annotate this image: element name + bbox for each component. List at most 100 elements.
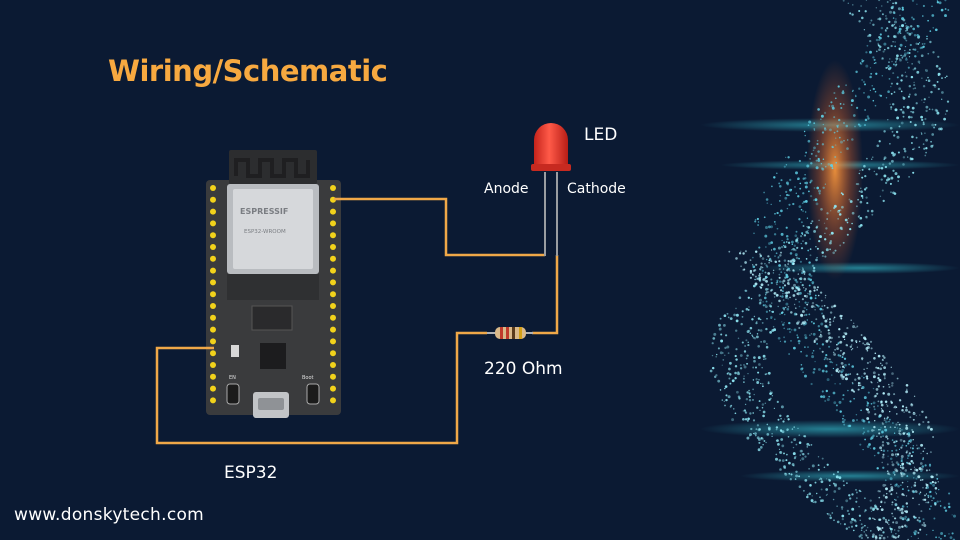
particle	[825, 370, 828, 373]
particle	[844, 332, 848, 336]
particle	[896, 453, 900, 456]
particle	[841, 420, 845, 424]
particle	[833, 116, 836, 119]
particle	[806, 303, 809, 306]
particle	[915, 516, 917, 519]
particle	[847, 217, 850, 220]
particle	[798, 257, 800, 260]
particle	[794, 234, 798, 238]
particle	[767, 283, 770, 286]
particle	[825, 166, 827, 168]
particle	[810, 195, 813, 198]
particle	[793, 260, 795, 263]
particle	[874, 90, 877, 93]
particle	[735, 307, 737, 310]
particle	[802, 210, 805, 213]
particle	[807, 226, 811, 229]
particle	[775, 252, 778, 255]
particle	[778, 273, 781, 276]
particle	[800, 247, 804, 250]
particle	[824, 183, 827, 185]
particle	[918, 62, 921, 65]
particle	[740, 322, 743, 326]
particle	[891, 372, 894, 375]
particle	[944, 0, 947, 2]
en-button[interactable]	[226, 383, 240, 405]
particle	[910, 454, 913, 458]
particle	[892, 17, 895, 19]
particle	[761, 257, 765, 260]
particle	[747, 420, 749, 422]
particle	[717, 379, 721, 383]
particle	[865, 534, 868, 537]
particle	[734, 377, 737, 380]
particle	[765, 280, 768, 283]
particle	[856, 325, 859, 328]
particle	[749, 269, 753, 273]
particle	[788, 472, 791, 475]
particle	[905, 424, 908, 427]
particle	[903, 37, 907, 40]
particle	[918, 492, 921, 495]
particle	[869, 89, 872, 92]
particle	[839, 410, 842, 413]
particle	[922, 85, 926, 88]
particle	[903, 411, 905, 413]
particle	[890, 176, 894, 180]
particle	[758, 246, 761, 249]
particle	[765, 310, 769, 313]
particle	[813, 368, 816, 371]
particle	[840, 140, 843, 144]
particle	[841, 514, 845, 518]
particle	[766, 287, 770, 291]
particle	[783, 340, 787, 343]
particle	[854, 378, 857, 381]
particle	[823, 304, 826, 307]
particle	[908, 452, 911, 455]
particle	[929, 40, 932, 44]
particle	[842, 415, 845, 417]
particle	[782, 420, 785, 423]
website-url[interactable]: www.donskytech.com	[14, 505, 205, 525]
particle	[889, 0, 892, 1]
particle	[835, 369, 839, 373]
particle	[867, 421, 871, 424]
particle	[793, 438, 797, 442]
particle	[871, 156, 874, 159]
particle	[757, 448, 761, 452]
particle	[934, 123, 937, 126]
particle	[901, 462, 905, 466]
particle	[761, 269, 764, 272]
particle	[754, 275, 757, 278]
particle	[881, 189, 884, 192]
particle	[861, 58, 863, 61]
particle	[879, 367, 883, 371]
particle	[872, 508, 875, 511]
particle	[849, 520, 853, 524]
particle	[735, 313, 739, 317]
particle	[880, 178, 883, 181]
particle	[885, 487, 888, 491]
particle	[894, 1, 898, 5]
particle	[762, 304, 765, 307]
particle	[801, 457, 805, 461]
particle	[812, 371, 815, 374]
particle	[788, 327, 791, 331]
particle	[912, 171, 915, 174]
particle	[923, 447, 926, 450]
particle	[766, 317, 768, 320]
particle	[915, 414, 918, 417]
particle	[826, 463, 829, 466]
particle	[718, 323, 721, 327]
particle	[948, 492, 951, 495]
particle	[802, 192, 805, 195]
particle	[878, 378, 882, 382]
particle	[881, 422, 885, 426]
particle	[793, 346, 796, 350]
particle	[789, 270, 791, 272]
boot-button[interactable]	[306, 383, 320, 405]
particle	[778, 459, 782, 462]
particle	[764, 296, 767, 300]
particle	[800, 208, 803, 211]
particle	[784, 264, 786, 266]
